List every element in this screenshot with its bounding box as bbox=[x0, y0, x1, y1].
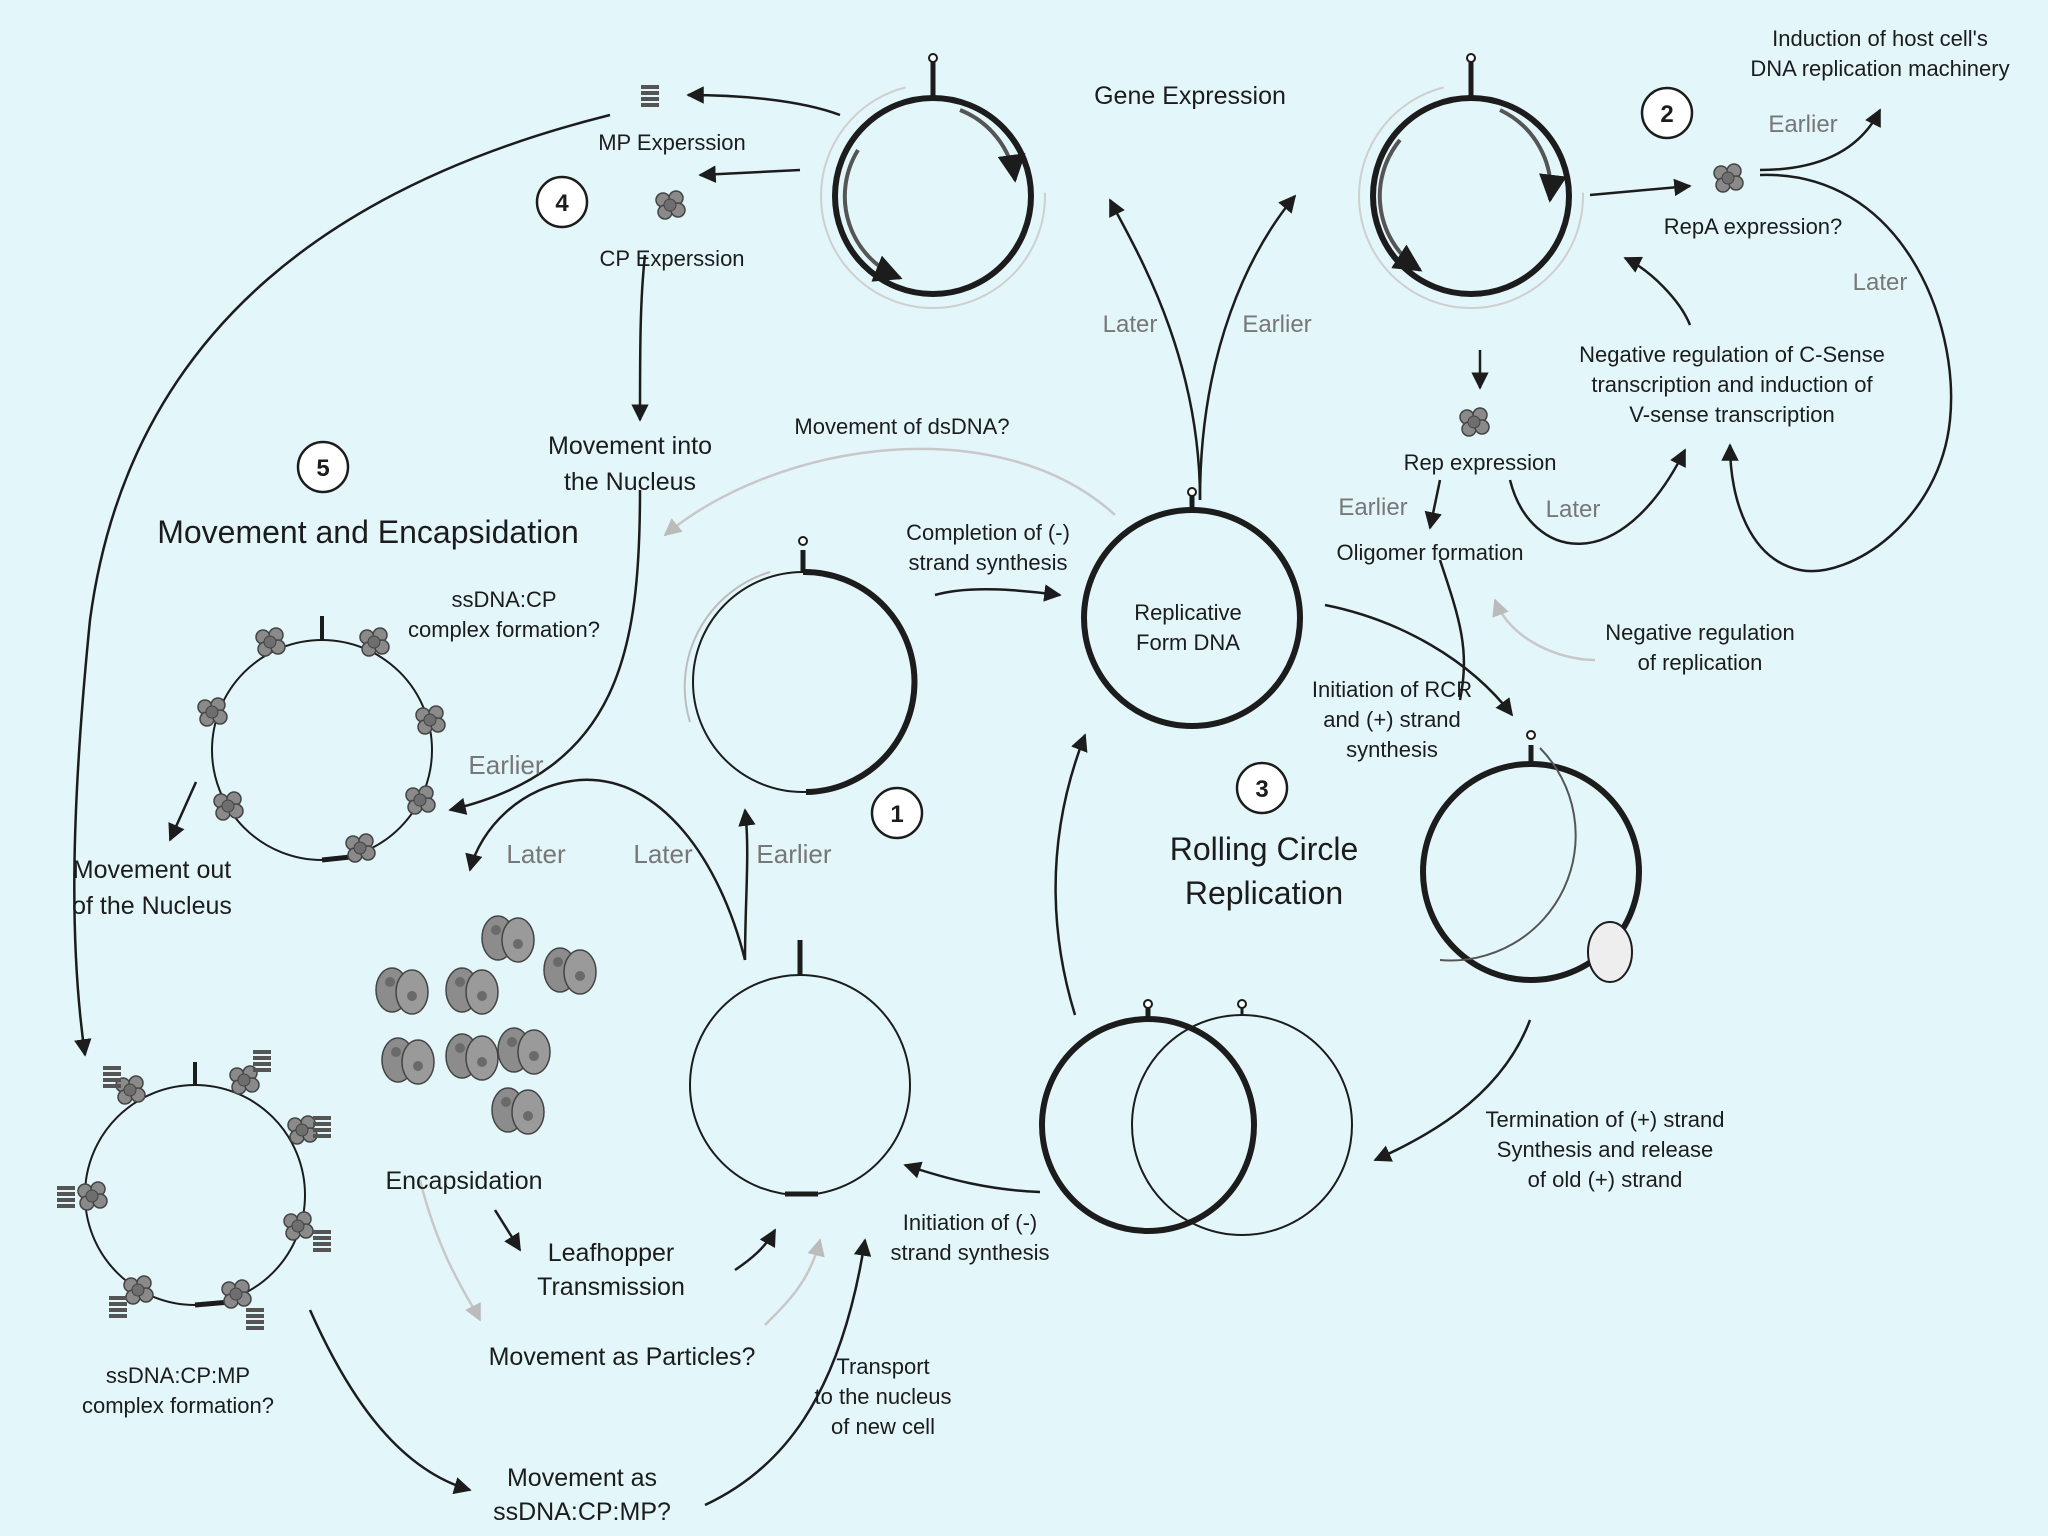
neg-replication-label-line1: Negative regulation bbox=[1605, 620, 1795, 645]
ssdna-cp-label-line2: complex formation? bbox=[408, 617, 600, 642]
movement-into-nucleus-line2: the Nucleus bbox=[564, 468, 696, 496]
gene-expression-label: Gene Expression bbox=[1094, 82, 1286, 110]
ssdna-circle bbox=[689, 940, 911, 1197]
earlier-label-rep: Earlier bbox=[1338, 494, 1407, 521]
earlier-label-ssdna: Earlier bbox=[756, 839, 831, 869]
oligomer-formation-label: Oligomer formation bbox=[1336, 540, 1523, 565]
ssdna-cp-mp-label-line2: complex formation? bbox=[82, 1393, 274, 1418]
ssdna-cp-complex-circle bbox=[197, 616, 446, 863]
later-label-encapsidation: Later bbox=[506, 839, 566, 869]
mp-expression-label: MP Experssion bbox=[598, 130, 746, 155]
neg-regulation-label-line1: Negative regulation of C-Sense bbox=[1579, 342, 1885, 367]
rep-protein-icon bbox=[1459, 407, 1490, 437]
completion-label-line2: strand synthesis bbox=[909, 550, 1068, 575]
rcr-title-line1: Rolling Circle bbox=[1170, 831, 1359, 867]
encapsidation-label: Encapsidation bbox=[385, 1167, 542, 1195]
partial-ds-circle bbox=[683, 536, 918, 795]
later-label-repa: Later bbox=[1853, 269, 1908, 296]
ssdna-cp-mp-complex-circle bbox=[57, 1050, 331, 1330]
movement-particles-label: Movement as Particles? bbox=[489, 1343, 756, 1371]
neg-regulation-label-line2: transcription and induction of bbox=[1591, 372, 1873, 397]
step-marker-4: 4 bbox=[535, 175, 589, 229]
induction-label-line2: DNA replication machinery bbox=[1750, 56, 2009, 81]
init-neg-label-line2: strand synthesis bbox=[891, 1240, 1050, 1265]
movement-encapsidation-title: Movement and Encapsidation bbox=[157, 514, 579, 550]
transport-label-line1: Transport bbox=[836, 1354, 929, 1379]
rcr-title-line2: Replication bbox=[1185, 875, 1343, 911]
movement-dsdna-label: Movement of dsDNA? bbox=[794, 414, 1009, 439]
termination-label-line3: of old (+) strand bbox=[1528, 1167, 1683, 1192]
termination-label-line2: Synthesis and release bbox=[1497, 1137, 1713, 1162]
earlier-label-gene: Earlier bbox=[1242, 311, 1311, 338]
repa-expression-label: RepA expression? bbox=[1664, 214, 1843, 239]
movement-out-label-line1: Movement out bbox=[73, 856, 231, 884]
repa-protein-icon bbox=[1713, 163, 1744, 193]
mp-protein-icon bbox=[641, 85, 659, 107]
virus-particles-cluster bbox=[375, 915, 597, 1135]
transport-label-line3: of new cell bbox=[831, 1414, 935, 1439]
svg-text:1: 1 bbox=[890, 801, 903, 828]
svg-text:2: 2 bbox=[1660, 101, 1673, 128]
neg-replication-label-line2: of replication bbox=[1638, 650, 1763, 675]
transport-label-line2: to the nucleus bbox=[815, 1384, 952, 1409]
replicative-form-label-line2: Form DNA bbox=[1136, 630, 1240, 655]
gene-expression-circle-right bbox=[1358, 53, 1584, 309]
init-rcr-label-line2: and (+) strand bbox=[1323, 707, 1461, 732]
replicative-form-circle bbox=[1081, 487, 1303, 729]
rep-expression-label: Rep expression bbox=[1404, 450, 1557, 475]
movement-as-label-line2: ssDNA:CP:MP? bbox=[493, 1498, 671, 1526]
earlier-label-encapsidation: Earlier bbox=[468, 750, 543, 780]
neg-regulation-label-line3: V-sense transcription bbox=[1629, 402, 1834, 427]
ssdna-cp-label-line1: ssDNA:CP bbox=[451, 587, 556, 612]
later-label-rep: Later bbox=[1546, 496, 1601, 523]
svg-text:3: 3 bbox=[1255, 776, 1268, 803]
completion-label-line1: Completion of (-) bbox=[906, 520, 1070, 545]
movement-into-nucleus-line1: Movement into bbox=[548, 432, 712, 460]
replicative-form-label-line1: Replicative bbox=[1134, 600, 1242, 625]
later-label-gene: Later bbox=[1103, 311, 1158, 338]
leafhopper-label-line2: Transmission bbox=[537, 1273, 685, 1301]
cp-expression-label: CP Experssion bbox=[599, 246, 744, 271]
later-label-ssdna: Later bbox=[633, 839, 693, 869]
step-marker-5: 5 bbox=[296, 440, 350, 494]
step-marker-1: 1 bbox=[870, 786, 924, 840]
init-rcr-label-line3: synthesis bbox=[1346, 737, 1438, 762]
init-rcr-label-line1: Initiation of RCR bbox=[1312, 677, 1472, 702]
step-marker-3: 3 bbox=[1235, 761, 1289, 815]
movement-as-label-line1: Movement as bbox=[507, 1464, 657, 1492]
earlier-label-repa: Earlier bbox=[1768, 111, 1837, 138]
step-marker-2: 2 bbox=[1640, 86, 1694, 140]
svg-text:4: 4 bbox=[555, 190, 569, 217]
termination-label-line1: Termination of (+) strand bbox=[1485, 1107, 1724, 1132]
rcr-circle bbox=[1420, 730, 1642, 983]
induction-label-line1: Induction of host cell's bbox=[1772, 26, 1988, 51]
gene-expression-circle-left bbox=[820, 53, 1046, 309]
ssdna-cp-mp-label-line1: ssDNA:CP:MP bbox=[106, 1363, 250, 1388]
light-arrows bbox=[418, 447, 1596, 1326]
arrows bbox=[73, 86, 1953, 1507]
cp-protein-icon bbox=[655, 190, 686, 220]
movement-out-label-line2: of the Nucleus bbox=[72, 892, 232, 920]
svg-text:5: 5 bbox=[316, 455, 329, 482]
termination-double-circle bbox=[1039, 999, 1353, 1236]
init-neg-label-line1: Initiation of (-) bbox=[903, 1210, 1038, 1235]
leafhopper-label-line1: Leafhopper bbox=[548, 1239, 675, 1267]
